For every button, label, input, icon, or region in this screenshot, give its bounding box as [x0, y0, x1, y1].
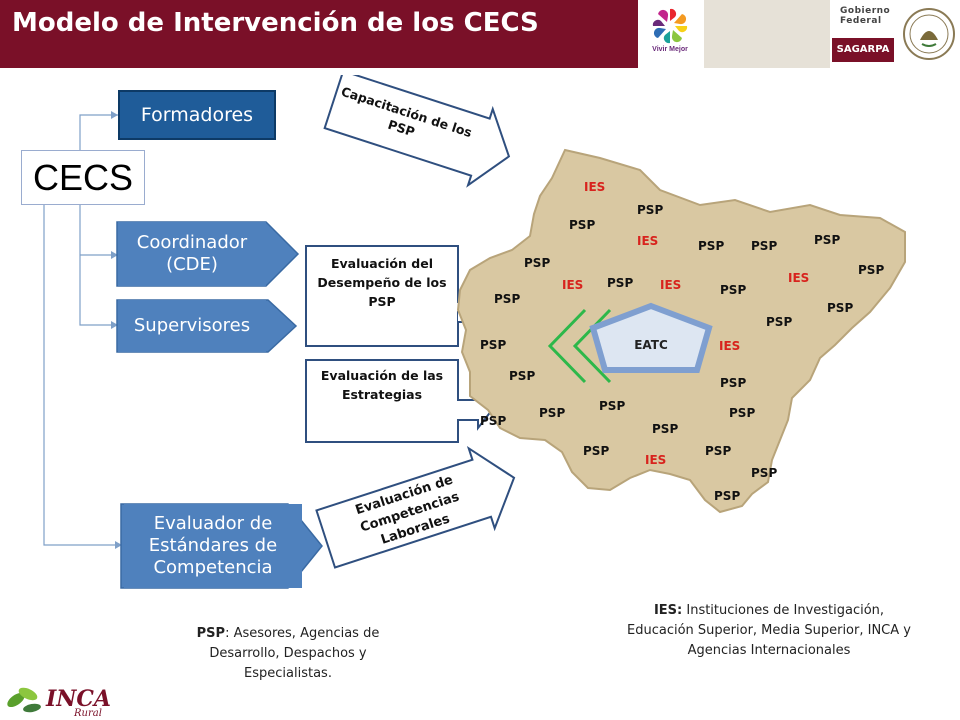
map-psp-label: PSP	[814, 233, 841, 247]
map-psp-label: PSP	[751, 466, 778, 480]
chevron-icon-outer	[547, 308, 587, 384]
map-psp-label: PSP	[637, 203, 664, 217]
ies-legend: IES: Instituciones de Investigación, Edu…	[626, 601, 912, 661]
eatc-label: EATC	[634, 338, 668, 352]
psp-legend-definition: : Asesores, Agencias de Desarrollo, Desp…	[209, 626, 380, 681]
map-psp-label: PSP	[827, 301, 854, 315]
logo-strip: Vivir Mejor Gobierno Federal SAGARPA	[638, 0, 960, 68]
map-psp-label: PSP	[569, 218, 596, 232]
gobierno-federal-text: Gobierno Federal	[840, 6, 891, 26]
map-psp-label: PSP	[539, 406, 566, 420]
map-psp-label: PSP	[480, 414, 507, 428]
header-bar	[0, 0, 638, 68]
map-psp-label: PSP	[524, 256, 551, 270]
map-psp-label: PSP	[698, 239, 725, 253]
estrategias-text: Evaluación de las Estrategias	[320, 368, 444, 402]
map-ies-label: IES	[637, 234, 659, 248]
map-psp-label: PSP	[652, 422, 679, 436]
vivir-mejor-text: Vivir Mejor	[652, 46, 688, 53]
map-ies-label: IES	[788, 271, 810, 285]
map-psp-label: PSP	[583, 444, 610, 458]
map-psp-label: PSP	[729, 406, 756, 420]
sagarpa-text: SAGARPA	[832, 38, 894, 62]
cecs-box: CECS	[21, 150, 145, 205]
map-psp-label: PSP	[720, 283, 747, 297]
map-psp-label: PSP	[720, 376, 747, 390]
chevron-icon-inner	[572, 308, 612, 384]
desempeno-text: Evaluación del Desempeño de los PSP	[317, 256, 447, 309]
capacitacion-callout-shape	[323, 75, 511, 188]
competencias-callout-shape	[315, 445, 516, 569]
map-psp-label: PSP	[599, 399, 626, 413]
inca-leaf-icon	[7, 687, 41, 713]
mexico-seal-logo	[898, 0, 960, 68]
page-title: Modelo de Intervención de los CECS	[12, 8, 539, 38]
map-ies-label: IES	[719, 339, 741, 353]
map-ies-label: IES	[584, 180, 606, 194]
supervisores-box: Supervisores	[118, 300, 266, 352]
map-psp-label: PSP	[714, 489, 741, 503]
eatc-pentagon	[589, 302, 713, 373]
gobierno-sagarpa-logo: Gobierno Federal SAGARPA	[832, 0, 894, 68]
map-psp-label: PSP	[509, 369, 536, 383]
map-ies-label: IES	[562, 278, 584, 292]
map-psp-label: PSP	[858, 263, 885, 277]
map-psp-label: PSP	[494, 292, 521, 306]
map-psp-label: PSP	[607, 276, 634, 290]
vivir-mejor-logo: Vivir Mejor	[638, 0, 702, 68]
map-ies-label: IES	[660, 278, 682, 292]
map-psp-label: PSP	[766, 315, 793, 329]
map-psp-label: PSP	[705, 444, 732, 458]
coordinador-box: Coordinador (CDE)	[118, 222, 266, 286]
mexico-seal-icon	[903, 8, 955, 60]
evaluador-box: Evaluador de Estándares de Competencia	[124, 504, 302, 588]
inca-logo-subtext: Rural	[74, 708, 102, 719]
psp-legend: PSP: Asesores, Agencias de Desarrollo, D…	[170, 624, 406, 684]
map-psp-label: PSP	[751, 239, 778, 253]
map-psp-label: PSP	[480, 338, 507, 352]
formadores-box: Formadores	[118, 90, 276, 140]
ies-legend-term: IES:	[653, 603, 683, 618]
map-ies-label: IES	[645, 453, 667, 467]
estrategias-callout-shape	[305, 359, 494, 443]
psp-legend-term: PSP	[196, 626, 226, 641]
inca-logo-text: INCA	[46, 686, 111, 712]
vivir-mejor-icon	[652, 8, 688, 44]
ies-legend-definition: Instituciones de Investigación, Educació…	[627, 603, 911, 658]
decorative-banner	[704, 0, 830, 68]
